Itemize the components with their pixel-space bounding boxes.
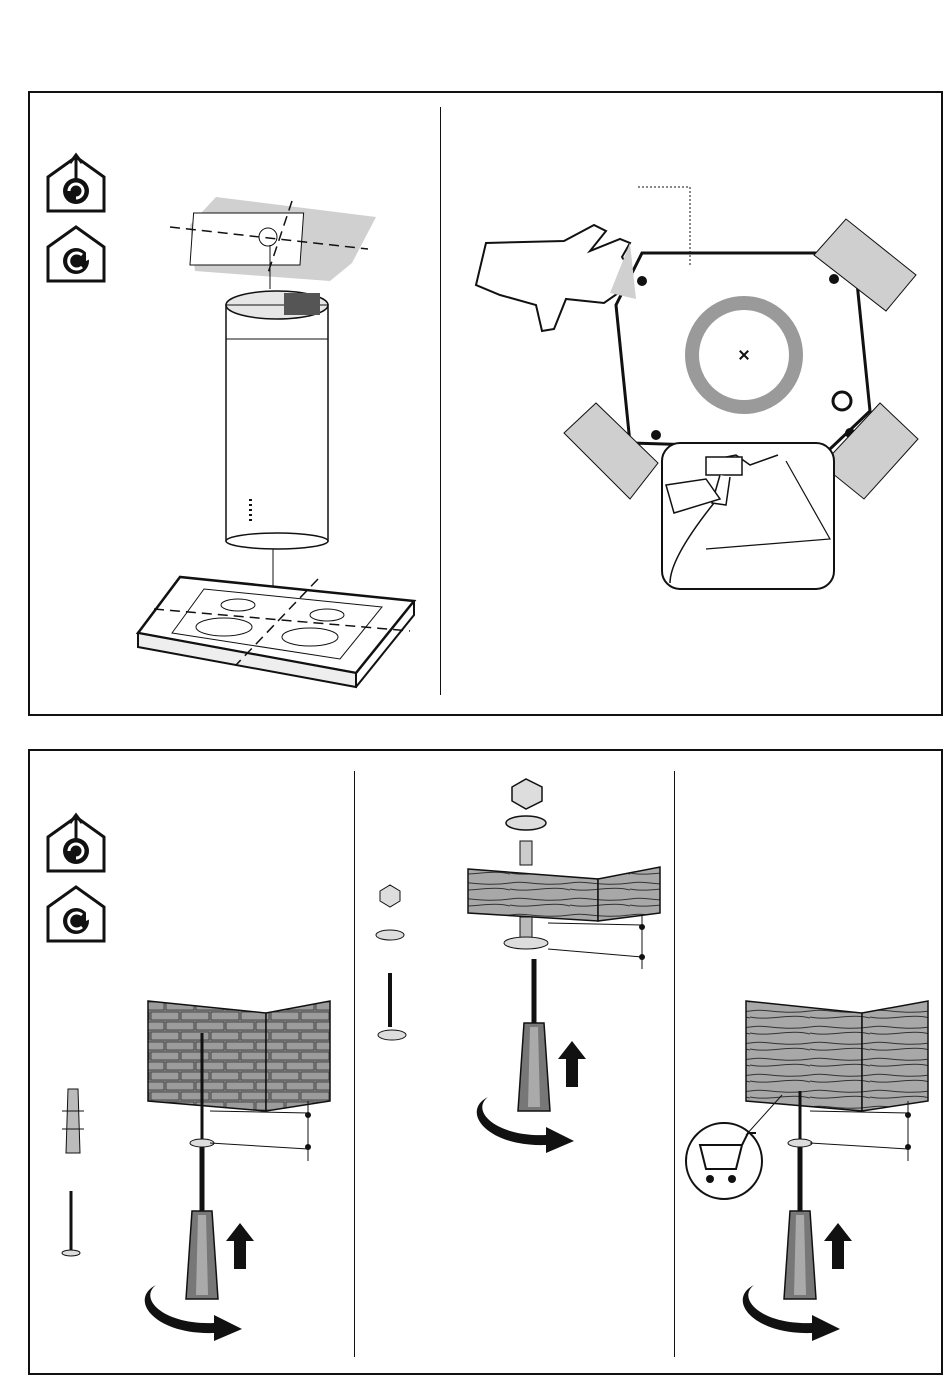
up-arrow bbox=[226, 1223, 254, 1269]
recirculation-mode-icon bbox=[48, 887, 104, 941]
fixing-illustrations bbox=[30, 751, 945, 1371]
wooden-beam bbox=[746, 1001, 928, 1111]
bolt-assembly bbox=[504, 915, 645, 969]
shopping-cart-icon bbox=[686, 1095, 782, 1199]
hand-peeling-template bbox=[476, 225, 636, 331]
installation-step-panel-top bbox=[28, 91, 943, 716]
brick-ceiling bbox=[148, 1001, 330, 1111]
installation-step-panel-bottom bbox=[28, 749, 943, 1375]
wood-screw bbox=[62, 1191, 80, 1256]
template-drilling-illustration bbox=[30, 93, 945, 713]
up-arrow bbox=[824, 1223, 852, 1269]
ducted-mode-icon bbox=[48, 815, 104, 871]
screwdriver bbox=[784, 1147, 816, 1299]
drill-inset bbox=[662, 443, 834, 589]
bolt-parts bbox=[506, 779, 546, 865]
hardware-kit bbox=[376, 885, 406, 1040]
wooden-joist bbox=[468, 867, 660, 921]
screwdriver bbox=[186, 1147, 218, 1299]
up-arrow bbox=[558, 1041, 586, 1087]
screwdriver bbox=[518, 959, 550, 1111]
template-sheet bbox=[616, 187, 870, 449]
wall-plug bbox=[62, 1089, 84, 1153]
